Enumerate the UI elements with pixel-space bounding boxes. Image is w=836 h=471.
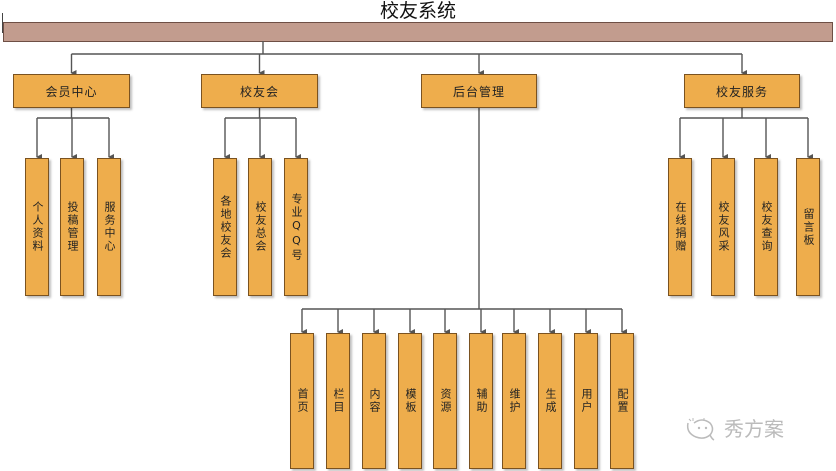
node-校友查询: 校友查询 — [754, 158, 778, 296]
node-校友服务: 校友服务 — [684, 74, 800, 108]
node-留言板: 留言板 — [796, 158, 820, 296]
node-校友总会: 校友总会 — [248, 158, 272, 296]
node-会员中心: 会员中心 — [13, 74, 130, 108]
node-校友风采: 校友风采 — [711, 158, 735, 296]
node-维护: 维护 — [502, 333, 526, 469]
node-校友会: 校友会 — [201, 74, 318, 108]
node-生成: 生成 — [538, 333, 562, 469]
node-投稿管理: 投稿管理 — [60, 158, 84, 296]
node-后台管理: 后台管理 — [421, 74, 537, 108]
node-在线捐赠: 在线捐赠 — [668, 158, 692, 296]
node-个人资料: 个人资料 — [25, 158, 49, 296]
wechat-smile-icon — [686, 417, 715, 441]
node-用户: 用户 — [574, 333, 598, 469]
node-服务中心: 服务中心 — [97, 158, 121, 296]
watermark-text: 秀方案 — [724, 417, 784, 441]
node-栏目: 栏目 — [326, 333, 350, 469]
root-tick — [2, 13, 3, 33]
node-内容: 内容 — [362, 333, 386, 469]
watermark: 秀方案 — [684, 413, 784, 442]
diagram-title: 校友系统 — [379, 0, 456, 22]
node-资源: 资源 — [433, 333, 457, 469]
node-各地校友会: 各地校友会 — [213, 158, 237, 296]
node-专业QQ号: 专业QQ号 — [284, 158, 308, 296]
node-模板: 模板 — [398, 333, 422, 469]
node-配置: 配置 — [610, 333, 634, 469]
node-辅助: 辅助 — [469, 333, 493, 469]
root-node-bar — [3, 22, 833, 42]
node-首页: 首页 — [290, 333, 314, 469]
